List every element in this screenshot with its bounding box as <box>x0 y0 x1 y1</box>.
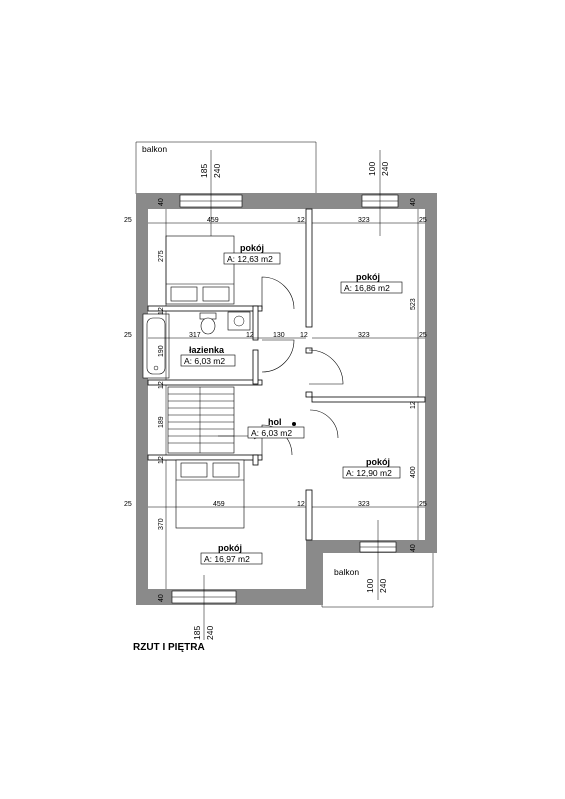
dim-label: 12 <box>297 217 305 224</box>
dim-label: 40 <box>158 198 165 206</box>
room-name-hall: hol <box>268 417 282 427</box>
dim-label: 130 <box>273 332 285 339</box>
dimension-labels-horizontal: 25 459 12 323 25 25 317 12 130 12 323 25… <box>124 217 427 508</box>
area-box-bathroom <box>180 354 236 367</box>
bed-bottom-left <box>175 459 245 529</box>
dim-label: 459 <box>207 217 219 224</box>
area-box-hall <box>247 426 305 439</box>
stairs <box>167 386 261 454</box>
dim-label: 459 <box>213 501 225 508</box>
dim-label: 40 <box>410 198 417 206</box>
window-dimension-labels: 185 240 100 240 100 240 185 240 <box>192 162 390 640</box>
dim-label: 12 <box>246 332 254 339</box>
dimension-labels-vertical: 40 275 12 190 12 189 12 370 40 40 523 12… <box>158 198 417 602</box>
dim-label: 185 <box>199 164 209 178</box>
room-name-bathroom: łazienka <box>189 345 225 355</box>
dim-label: 323 <box>358 501 370 508</box>
dim-label: 25 <box>419 501 427 508</box>
area-box-bottom-left <box>200 552 263 565</box>
dim-label: 189 <box>158 416 165 428</box>
room-area-bathroom: A: 6,03 m2 <box>184 356 225 366</box>
bathtub <box>142 313 170 379</box>
balcony-bottom-label: balkon <box>334 567 359 577</box>
dim-label: 240 <box>205 626 215 640</box>
dim-label: 240 <box>212 164 222 178</box>
dim-label: 240 <box>380 162 390 176</box>
dim-label: 190 <box>158 345 165 357</box>
room-area-hall: A: 6,03 m2 <box>251 428 292 438</box>
dim-label: 12 <box>410 401 417 409</box>
room-name-top-left: pokój <box>240 243 264 253</box>
dim-label: 25 <box>419 217 427 224</box>
dim-label: 240 <box>378 579 388 593</box>
room-area-top-right: A: 16,86 m2 <box>344 283 390 293</box>
bed-top-left <box>165 235 235 305</box>
dim-label: 185 <box>192 626 202 640</box>
area-box-top-right <box>340 281 403 294</box>
dim-label: 400 <box>410 466 417 478</box>
dim-label: 25 <box>419 332 427 339</box>
dim-label: 12 <box>158 307 165 315</box>
dim-label: 100 <box>365 579 375 593</box>
dim-label: 12 <box>297 501 305 508</box>
toilet <box>199 312 217 335</box>
dim-label: 12 <box>300 332 308 339</box>
area-box-bottom-right <box>342 466 401 479</box>
washbasin <box>227 311 251 331</box>
dim-label: 323 <box>358 217 370 224</box>
dimension-lines <box>148 150 425 640</box>
dim-label: 25 <box>124 332 132 339</box>
room-name-bottom-left: pokój <box>218 543 242 553</box>
room-name-top-right: pokój <box>356 272 380 282</box>
plan-title: RZUT I PIĘTRA <box>133 642 205 653</box>
dim-label: 370 <box>158 518 165 530</box>
dim-label: 100 <box>367 162 377 176</box>
dim-label: 25 <box>124 501 132 508</box>
dim-label: 12 <box>158 381 165 389</box>
room-area-bottom-left: A: 16,97 m2 <box>204 554 250 564</box>
dim-label: 523 <box>410 298 417 310</box>
room-area-top-left: A: 12,63 m2 <box>227 254 273 264</box>
dim-label: 323 <box>358 332 370 339</box>
balcony-top-outline <box>136 141 317 194</box>
stair-start-point <box>292 422 296 426</box>
dim-label: 317 <box>189 332 201 339</box>
balcony-top-label: balkon <box>142 144 167 154</box>
dim-label: 40 <box>158 594 165 602</box>
dim-label: 25 <box>124 217 132 224</box>
dim-label: 275 <box>158 250 165 262</box>
dim-label: 40 <box>410 544 417 552</box>
room-area-bottom-right: A: 12,90 m2 <box>346 468 392 478</box>
dim-label: 12 <box>158 456 165 464</box>
area-box-top-left <box>223 252 281 265</box>
interior-walls <box>147 208 426 541</box>
room-name-bottom-right: pokój <box>366 457 390 467</box>
